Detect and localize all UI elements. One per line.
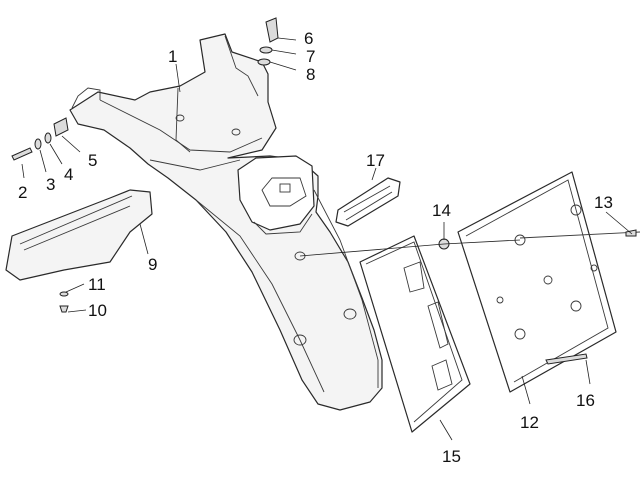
callout-9: 9	[148, 255, 157, 274]
callout-17: 17	[366, 151, 385, 170]
callout-5: 5	[88, 151, 97, 170]
callout-4: 4	[64, 165, 73, 184]
callout-7: 7	[306, 47, 315, 66]
callout-15: 15	[442, 447, 461, 466]
callout-16: 16	[576, 391, 595, 410]
callout-2: 2	[18, 183, 27, 202]
callout-10: 10	[88, 301, 107, 320]
callout-11: 11	[88, 275, 106, 294]
callout-12: 12	[520, 413, 539, 432]
callout-3: 3	[46, 175, 55, 194]
callout-1: 1	[168, 47, 177, 66]
reflector	[335, 177, 401, 227]
callout-8: 8	[306, 65, 315, 84]
callout-6: 6	[304, 29, 313, 48]
rear-mudguard	[69, 33, 383, 411]
plate-holder	[457, 171, 617, 393]
callout-13: 13	[594, 193, 613, 212]
callout-14: 14	[432, 201, 451, 220]
callout-labels: 1 2 3 4 5 6 7 8 9 10 11 12 13 14 15 16 1…	[18, 29, 613, 466]
plate-bracket	[359, 235, 471, 433]
side-panel	[5, 189, 153, 281]
leader-lines	[21, 37, 633, 441]
